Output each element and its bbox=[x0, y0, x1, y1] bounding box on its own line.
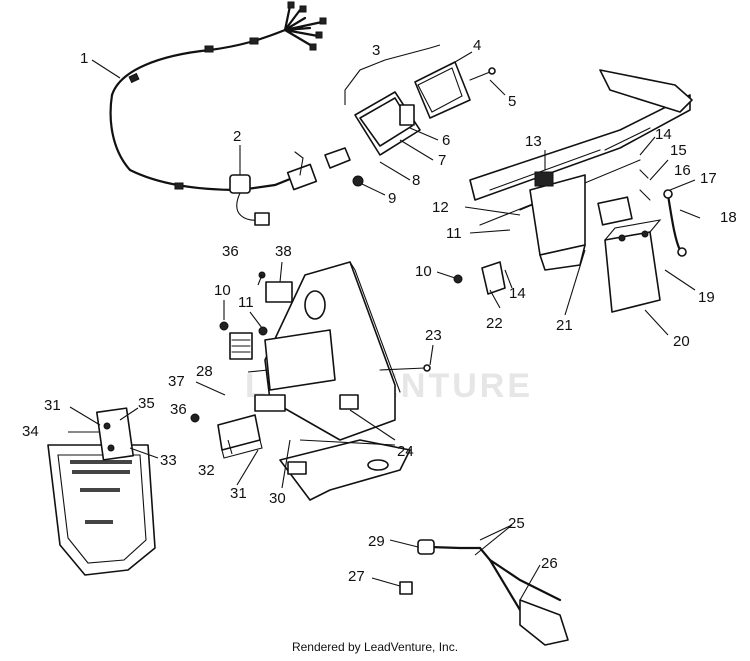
callout-12: 12 bbox=[432, 199, 449, 216]
callout-35: 35 bbox=[138, 395, 155, 412]
callout-25: 25 bbox=[508, 515, 525, 532]
switch-harness bbox=[399, 539, 569, 646]
bolt bbox=[379, 364, 431, 372]
callout-31-cdi: 31 bbox=[230, 485, 247, 502]
callout-33: 33 bbox=[160, 452, 177, 469]
harness-connector bbox=[229, 151, 318, 226]
callout-10-coil: 10 bbox=[214, 282, 231, 299]
callout-27: 27 bbox=[348, 568, 365, 585]
leader-lines bbox=[68, 44, 701, 601]
callout-11-coil: 11 bbox=[238, 294, 254, 311]
callout-8: 8 bbox=[412, 172, 420, 189]
ignition-coil bbox=[219, 321, 268, 360]
callout-30: 30 bbox=[269, 490, 286, 507]
callout-9: 9 bbox=[388, 190, 396, 207]
wiring-harness bbox=[109, 1, 327, 192]
battery-strap bbox=[639, 169, 687, 257]
callout-17: 17 bbox=[700, 170, 717, 187]
battery-box bbox=[529, 171, 586, 271]
callout-20: 20 bbox=[673, 333, 690, 350]
battery bbox=[597, 196, 662, 313]
voltage-regulator bbox=[258, 271, 293, 303]
callout-18: 18 bbox=[720, 209, 737, 226]
callout-23: 23 bbox=[425, 327, 442, 344]
callout-14-top: 14 bbox=[655, 126, 672, 143]
callout-36-top: 36 bbox=[222, 243, 239, 260]
frame-rails bbox=[469, 69, 693, 226]
callout-34: 34 bbox=[22, 423, 39, 440]
callout-38: 38 bbox=[275, 243, 292, 260]
callout-29: 29 bbox=[368, 533, 385, 550]
callout-15: 15 bbox=[670, 142, 687, 159]
callout-13: 13 bbox=[525, 133, 542, 150]
callout-22: 22 bbox=[486, 315, 503, 332]
callout-7: 7 bbox=[438, 152, 446, 169]
callout-1: 1 bbox=[80, 50, 88, 67]
callout-11-frame: 11 bbox=[446, 225, 462, 242]
mounting-plate bbox=[254, 261, 401, 441]
callout-19: 19 bbox=[698, 289, 715, 306]
lower-frame bbox=[279, 439, 411, 501]
callout-14-low: 14 bbox=[509, 285, 526, 302]
callout-5: 5 bbox=[508, 93, 516, 110]
callout-16: 16 bbox=[674, 162, 691, 179]
callout-36-low: 36 bbox=[170, 401, 187, 418]
starter-solenoid bbox=[453, 261, 506, 295]
mud-flap bbox=[47, 407, 156, 576]
callout-32: 32 bbox=[198, 462, 215, 479]
taillight-assembly bbox=[324, 61, 496, 187]
callout-21: 21 bbox=[556, 317, 573, 334]
callout-4: 4 bbox=[473, 37, 481, 54]
callout-31-flap: 31 bbox=[44, 397, 61, 414]
callout-3: 3 bbox=[372, 42, 380, 59]
callout-37: 37 bbox=[168, 373, 185, 390]
cdi-box bbox=[190, 413, 263, 459]
callout-24: 24 bbox=[397, 443, 414, 460]
callout-26: 26 bbox=[541, 555, 558, 572]
callout-10-solenoid: 10 bbox=[415, 263, 432, 280]
credit-line: Rendered by LeadVenture, Inc. bbox=[291, 640, 459, 654]
callouts: 1 2 3 4 5 6 7 8 9 10 10 11 11 12 13 14 1… bbox=[22, 37, 737, 585]
callout-2: 2 bbox=[233, 128, 241, 145]
callout-6: 6 bbox=[442, 132, 450, 149]
callout-28: 28 bbox=[196, 363, 213, 380]
